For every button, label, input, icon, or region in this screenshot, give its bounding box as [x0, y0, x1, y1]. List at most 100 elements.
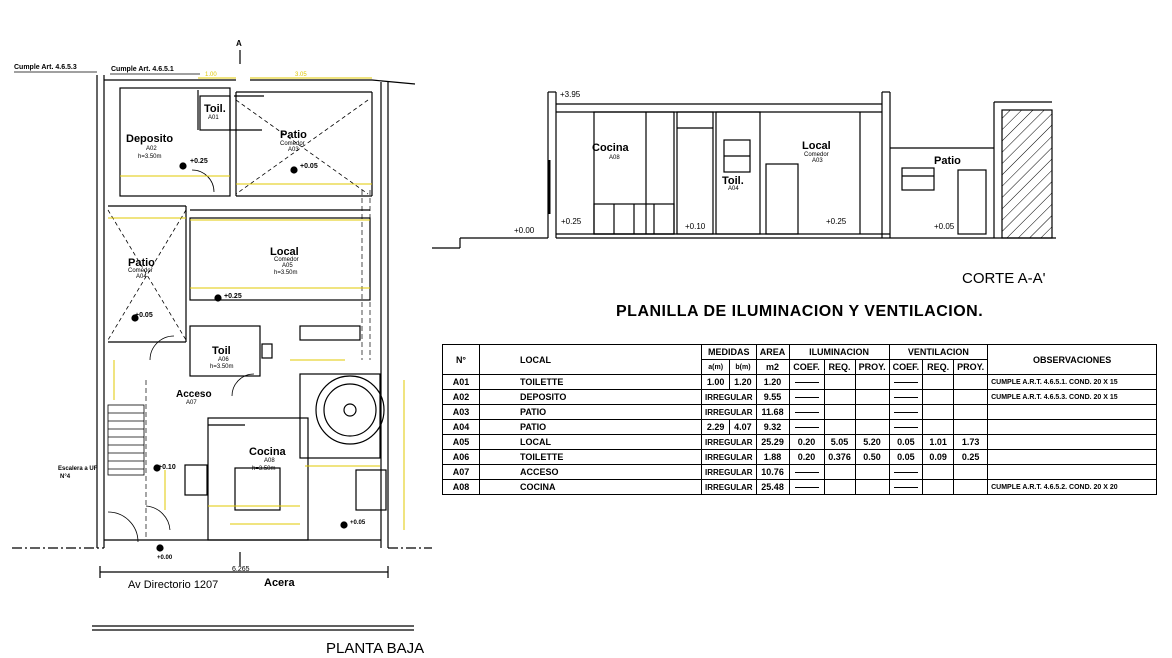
header-n: N° [442, 344, 480, 375]
cell-coef1 [788, 404, 825, 420]
cell-coef2 [888, 389, 924, 405]
cell-proy1: 0.50 [854, 449, 890, 465]
level-025-b: +0.25 [224, 293, 242, 300]
header-m2: m2 [755, 359, 790, 375]
room-deposito-code: A02 [146, 146, 157, 152]
cell-observaciones [987, 419, 1158, 435]
empty-dash [893, 397, 918, 399]
cell-proy1 [854, 404, 890, 420]
cell-a: 1.00 [700, 374, 731, 390]
header-proy-ilum: PROY. [854, 359, 890, 375]
section-toil: Toil. [722, 175, 744, 187]
cell-req2 [922, 374, 955, 390]
corte-title: CORTE A-A' [962, 270, 1046, 287]
cell-proy1 [854, 479, 890, 495]
acera-label: Acera [264, 577, 295, 589]
room-toil-a01: Toil. [204, 103, 226, 115]
level-005-c: +0.05 [350, 520, 366, 526]
cell-local: LOCAL [479, 434, 702, 450]
room-acceso: Acceso [176, 389, 212, 400]
cell-n: A07 [442, 464, 480, 480]
cell-coef2: 0.05 [888, 449, 924, 465]
section-level-000: +0.00 [514, 226, 535, 235]
cell-req1 [823, 404, 856, 420]
cell-local: PATIO [479, 419, 702, 435]
empty-dash [893, 382, 918, 384]
room-toil-a06: Toil [212, 345, 231, 357]
room-local-a05-height: h=3.50m [274, 270, 298, 276]
cell-coef2: 0.05 [888, 434, 924, 450]
cell-req1 [823, 419, 856, 435]
header-local: LOCAL [479, 344, 702, 375]
cell-b: 4.07 [729, 419, 757, 435]
cell-proy1 [854, 374, 890, 390]
cell-n: A06 [442, 449, 480, 465]
section-level-025: +0.25 [561, 217, 582, 226]
section-local: Local [802, 140, 831, 152]
cell-local: DEPOSITO [479, 389, 702, 405]
room-cocina-a08: Cocina [249, 446, 286, 458]
cell-n: A02 [442, 389, 480, 405]
header-area: AREA [755, 344, 790, 360]
dim-6265: 6.265 [232, 566, 250, 573]
cell-proy2 [953, 419, 989, 435]
cell-proy2: 0.25 [953, 449, 989, 465]
cell-n: A01 [442, 374, 480, 390]
cell-medidas: IRREGULAR [701, 464, 757, 480]
cumple-453-label: Cumple Art. 4.6.5.3 [14, 64, 77, 71]
cell-area: 1.20 [755, 374, 790, 390]
room-patio-a03: Patio [280, 129, 307, 141]
header-ventilacion: VENTILACION [888, 344, 989, 360]
cell-medidas: IRREGULAR [701, 479, 757, 495]
section-level-010: +0.10 [685, 222, 706, 231]
cell-coef2 [888, 419, 924, 435]
planilla-title: PLANILLA DE ILUMINACION Y VENTILACION. [616, 303, 984, 320]
cell-req1 [823, 479, 856, 495]
empty-dash [794, 412, 819, 414]
cell-local: TOILETTE [479, 374, 702, 390]
section-local-sub: Comedor [804, 152, 829, 158]
room-deposito: Deposito [126, 133, 174, 145]
cell-coef1 [788, 464, 825, 480]
cell-n: A08 [442, 479, 480, 495]
header-coef-vent: COEF. [888, 359, 924, 375]
dim-100: 1.00 [205, 72, 217, 78]
header-medidas: MEDIDAS [701, 344, 757, 360]
cell-req2: 1.01 [922, 434, 955, 450]
cell-proy2: 1.73 [953, 434, 989, 450]
room-patio-a04-sub: Comedor [128, 268, 153, 274]
room-local-a05-sub: Comedor [274, 257, 299, 263]
section-patio: Patio [934, 155, 961, 167]
room-patio-a04-code: A04 [136, 274, 147, 280]
cell-area: 9.32 [755, 419, 790, 435]
section-walls [432, 91, 1056, 249]
plan-walls [12, 50, 432, 631]
table-header-row-1: N° LOCAL MEDIDAS AREA ILUMINACION VENTIL… [442, 344, 1158, 375]
room-patio-a03-code: A03 [288, 147, 299, 153]
cell-req2: 0.09 [922, 449, 955, 465]
cell-coef2 [888, 464, 924, 480]
cell-observaciones: CUMPLE A.R.T. 4.6.5.3. COND. 20 X 15 [987, 389, 1158, 405]
level-010: +0.10 [158, 464, 176, 471]
dimension-lines [108, 77, 405, 530]
cell-n: A03 [442, 404, 480, 420]
cell-local: ACCESO [479, 464, 702, 480]
cell-coef2 [888, 404, 924, 420]
room-toil-a01-code: A01 [208, 115, 219, 121]
room-acceso-code: A07 [186, 400, 197, 406]
level-005-a: +0.05 [300, 163, 318, 170]
cell-proy2 [953, 374, 989, 390]
cell-req2 [922, 419, 955, 435]
cell-req1: 5.05 [823, 434, 856, 450]
table-header-row-2: a(m) b(m) m2 COEF. REQ. PROY. COEF. REQ.… [443, 359, 1157, 375]
cell-req1 [823, 389, 856, 405]
cell-medidas: IRREGULAR [701, 449, 757, 465]
empty-dash [794, 472, 819, 474]
cell-proy1 [854, 464, 890, 480]
